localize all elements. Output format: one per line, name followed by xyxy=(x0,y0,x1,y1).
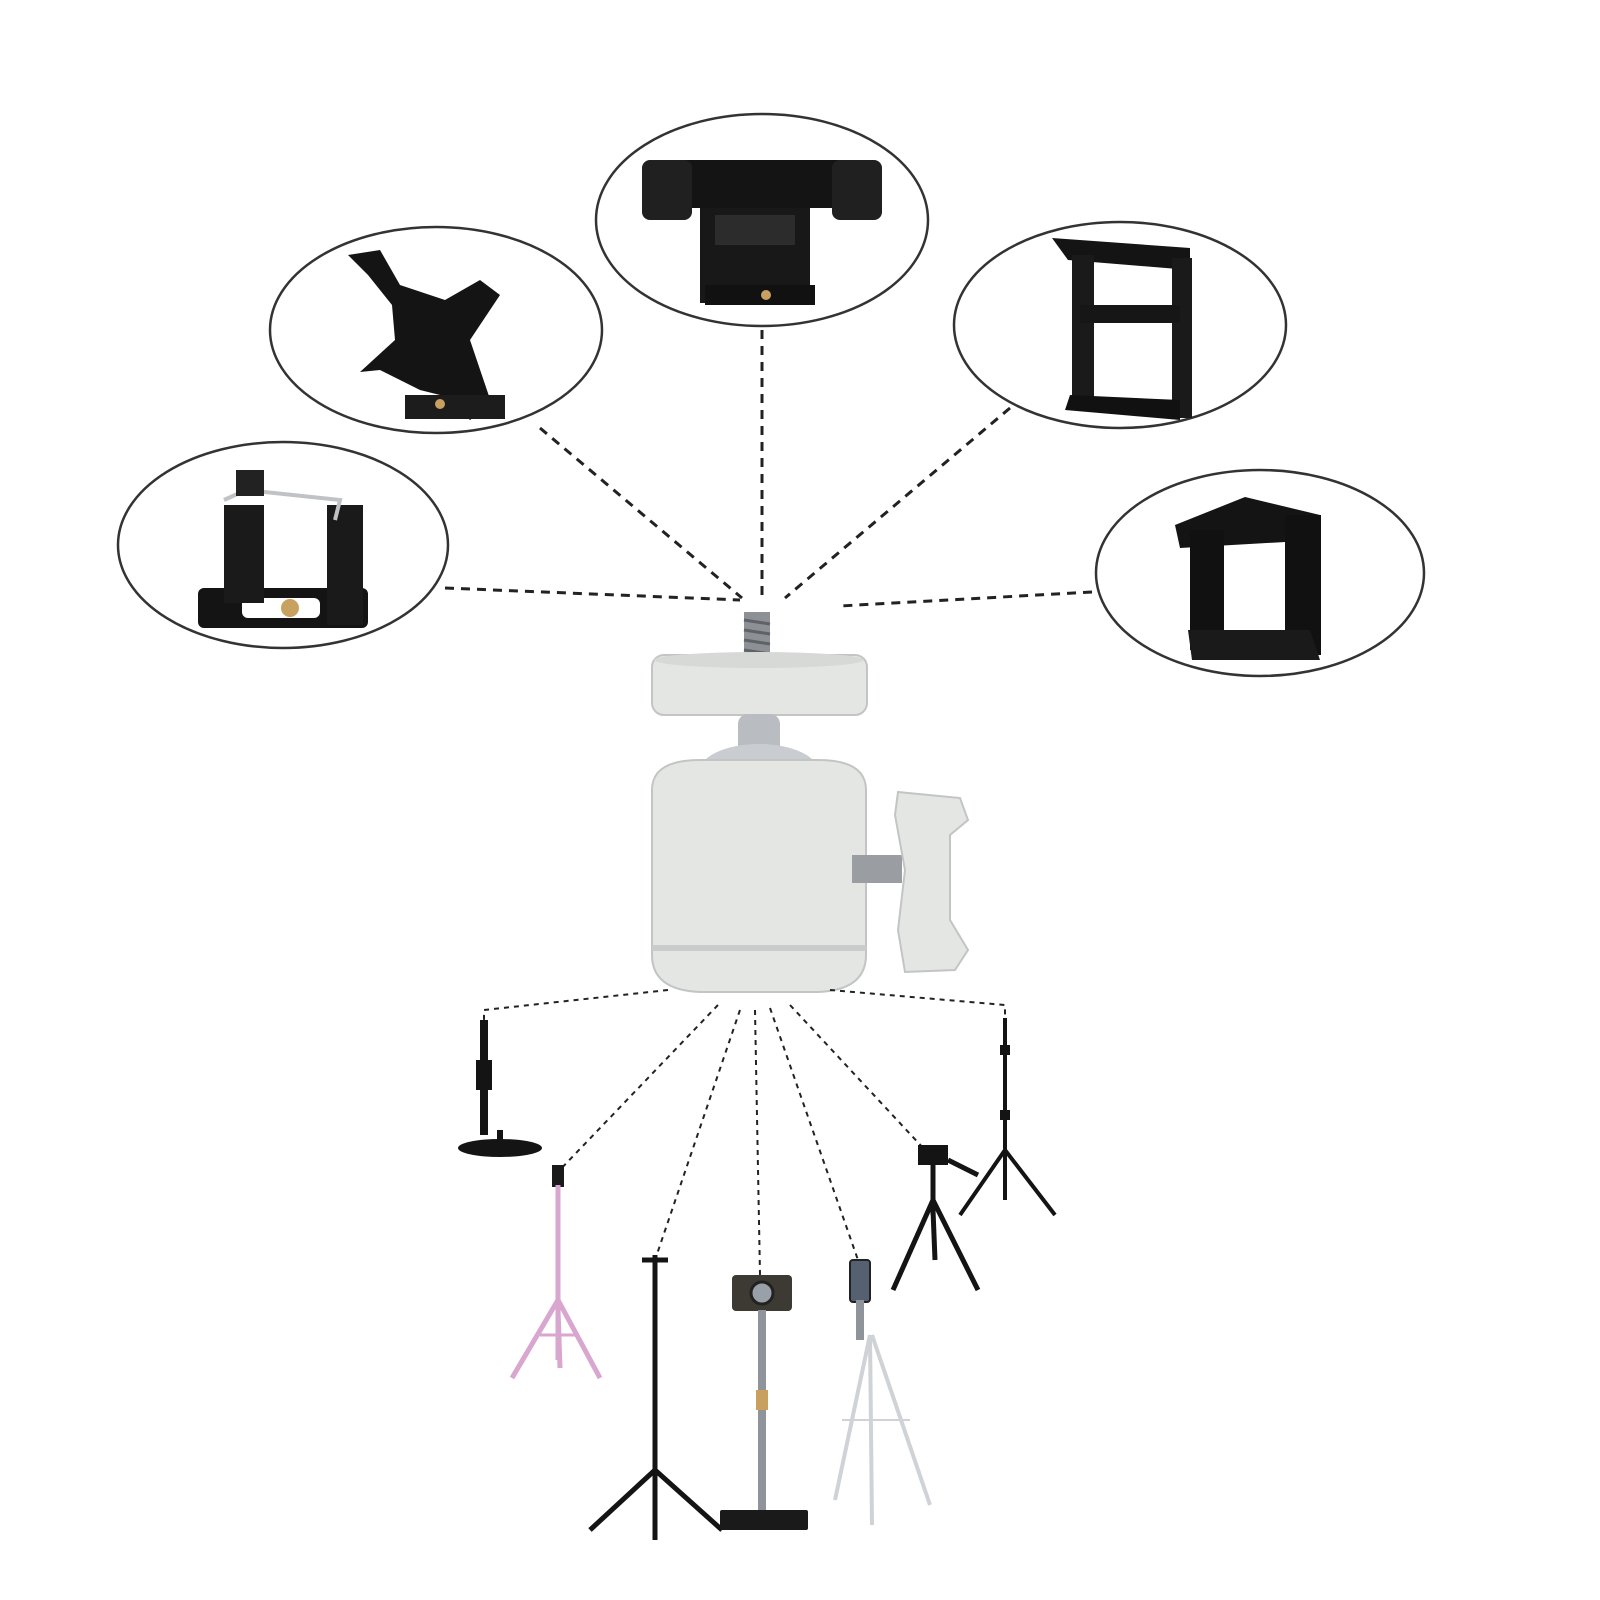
quarter-inch-screw-icon xyxy=(743,612,771,658)
connector-line xyxy=(444,586,741,602)
c-phone-clamp-icon xyxy=(1094,468,1426,678)
tall-light-stand-icon xyxy=(588,1255,724,1540)
pink-tripod-icon xyxy=(509,1165,603,1380)
connector-line xyxy=(789,1004,926,1151)
tall-phone-clamp-icon xyxy=(952,220,1288,430)
connector-line xyxy=(754,1009,761,1276)
upper-connector-lines xyxy=(444,330,1093,608)
connector-line xyxy=(839,590,1093,608)
projector-floor-stand-icon xyxy=(720,1275,808,1530)
connector-line xyxy=(769,1007,859,1261)
connector-line xyxy=(829,989,1006,1020)
connector-line xyxy=(539,426,743,600)
connector-line xyxy=(654,1009,741,1261)
connector-line xyxy=(483,989,669,1025)
tablet-x-clamp-icon xyxy=(268,225,604,435)
connector-line xyxy=(554,1004,719,1176)
light-stand-icon xyxy=(958,1018,1057,1217)
ball-head-mount-icon xyxy=(651,612,970,993)
spring-phone-clip-icon xyxy=(116,440,450,650)
locking-knob-icon xyxy=(893,790,970,974)
silver-phone-tripod-icon xyxy=(833,1259,932,1526)
desk-stand-icon xyxy=(458,1020,542,1157)
video-tripod-icon xyxy=(890,1145,981,1292)
connector-line xyxy=(784,406,1011,600)
lower-connector-lines xyxy=(483,989,1006,1276)
t-phone-holder-icon xyxy=(594,112,930,328)
